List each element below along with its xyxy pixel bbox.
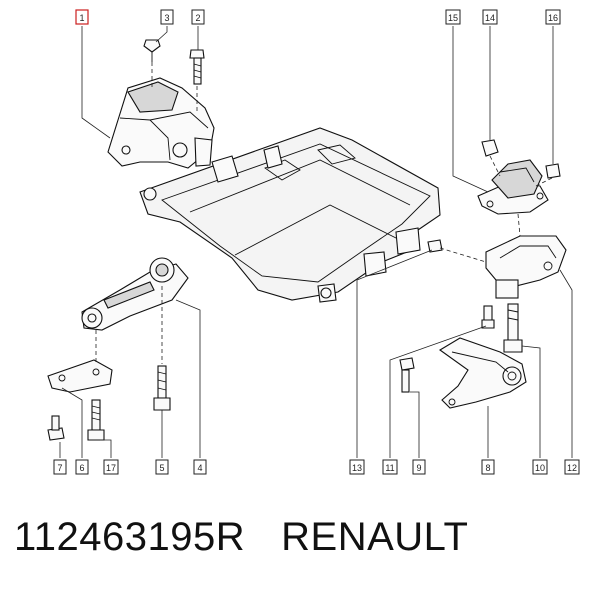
engine-mount-upper [107,77,215,169]
footer-caption: 112463195R RENAULT [14,515,468,565]
callout-label: 3 [164,13,169,23]
callout-10[interactable]: 10 [532,459,548,475]
callout-4[interactable]: 4 [193,459,207,475]
bolt-3 [143,39,161,62]
callout-11[interactable]: 11 [382,459,398,475]
callout-label: 10 [535,463,545,473]
callout-label: 9 [416,463,421,473]
parts-diagram: 1 3 2 15 14 16 7 6 17 5 4 13 [47,9,580,475]
bracket-plate [47,359,113,393]
callout-2[interactable]: 2 [191,9,205,25]
bolt-9 [399,357,415,393]
nut-16 [545,163,561,179]
callout-label: 17 [106,463,116,473]
callout-5[interactable]: 5 [155,459,169,475]
torque-rod [81,257,189,331]
callout-label: 1 [79,13,84,23]
callout-label: 2 [195,13,200,23]
callout-13[interactable]: 13 [349,459,365,475]
callout-label: 14 [485,13,495,23]
part-number: 112463195R [14,515,246,559]
bolt-13 [427,239,487,263]
subframe [139,127,441,303]
callout-label: 12 [567,463,577,473]
leader-lines [59,26,573,458]
mount-bracket [485,235,567,299]
stud-10 [503,303,523,353]
bolt-2 [189,49,205,85]
callout-label: 15 [448,13,458,23]
callout-label: 13 [352,463,362,473]
callout-6[interactable]: 6 [75,459,89,475]
callout-label: 8 [485,463,490,473]
callout-8[interactable]: 8 [481,459,495,475]
nut-14 [481,139,499,157]
engine-mount-right [477,159,549,215]
callout-15[interactable]: 15 [445,9,461,25]
callout-16[interactable]: 16 [545,9,561,25]
callout-14[interactable]: 14 [482,9,498,25]
bolt-upper [481,305,495,329]
callout-7[interactable]: 7 [53,459,67,475]
callout-9[interactable]: 9 [412,459,426,475]
callout-label: 4 [197,463,202,473]
callout-1[interactable]: 1 [75,9,89,25]
callout-12[interactable]: 12 [564,459,580,475]
callout-3[interactable]: 3 [160,9,174,25]
bolt-7 [47,415,65,441]
callout-label: 5 [159,463,164,473]
callout-label: 11 [385,463,394,473]
lower-bracket [438,337,527,409]
bolt-17 [87,399,105,441]
callout-label: 16 [548,13,558,23]
callout-label: 6 [79,463,84,473]
callout-17[interactable]: 17 [103,459,119,475]
bolt-5 [153,365,171,411]
brand-name: RENAULT [281,515,469,559]
callout-label: 7 [57,463,62,473]
